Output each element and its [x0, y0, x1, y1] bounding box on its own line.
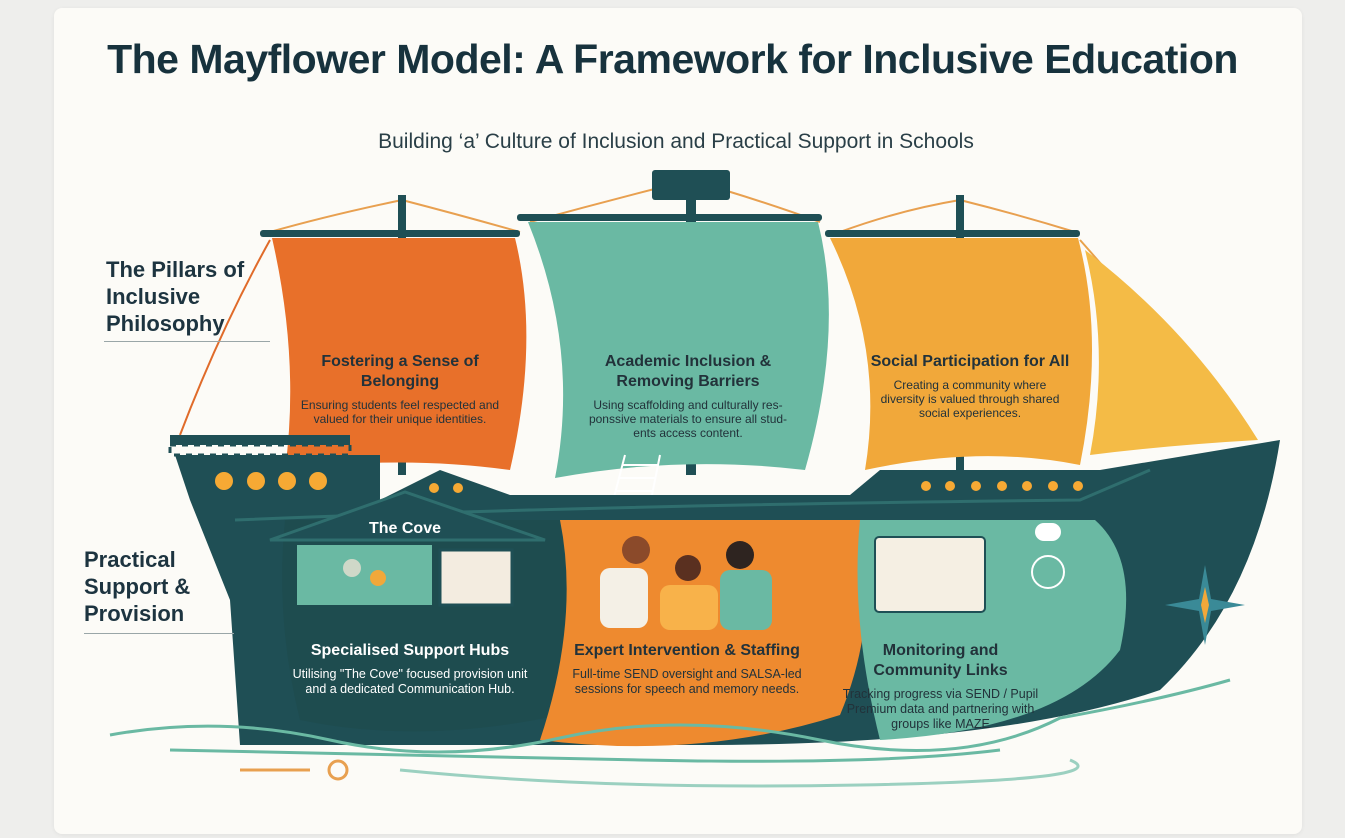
sail-card-belonging: Fostering a Sense of Belonging Ensuring …	[300, 352, 500, 426]
sail-description: Using scaffolding and culturally res-pon…	[588, 398, 788, 440]
provision-card-staffing: Expert Intervention & Staffing Full-time…	[572, 641, 802, 697]
sail-description: Creating a community where diversity is …	[880, 378, 1060, 420]
compass-rose	[1165, 565, 1245, 645]
sail-heading: Social Participation for All	[870, 353, 1070, 370]
sail-heading: Academic Inclusion & Removing Barriers	[604, 353, 772, 390]
provision-heading: Specialised Support Hubs	[310, 642, 510, 659]
section-label-pillars: The Pillars of Inclusive Philosophy	[106, 257, 245, 336]
provision-heading: Monitoring and Community Links	[873, 642, 1008, 679]
panel-staffing	[540, 520, 867, 747]
sail-card-academic: Academic Inclusion & Removing Barriers U…	[578, 352, 798, 440]
crows-nest	[652, 170, 730, 200]
waves	[109, 678, 1231, 788]
provision-card-monitoring: Monitoring and Community Links Tracking …	[838, 641, 1043, 732]
section-label-support: Practical Support & Provision	[84, 547, 191, 626]
provision-description: Tracking progress via SEND / Pupil Premi…	[842, 687, 1039, 731]
sail-social	[830, 238, 1093, 470]
provision-card-hubs: Specialised Support Hubs Utilising "The …	[290, 641, 530, 697]
page-title: The Mayflower Model: A Framework for Inc…	[107, 36, 1238, 82]
provision-description: Full-time SEND oversight and SALSA-led s…	[572, 667, 802, 696]
sail-heading: Fostering a Sense of Belonging	[321, 353, 479, 390]
sail-jib	[1085, 250, 1258, 455]
section-divider-pillars	[104, 341, 270, 342]
sail-description: Ensuring students feel respected and val…	[300, 398, 500, 426]
page-subtitle: Building ‘a’ Culture of Inclusion and Pr…	[378, 130, 974, 153]
provision-description: Utilising "The Cove" focused provision u…	[292, 667, 528, 696]
sail-academic	[528, 222, 829, 478]
provision-heading: Expert Intervention & Staffing	[574, 642, 800, 659]
cove-tag: The Cove	[368, 520, 441, 537]
section-divider-support	[84, 633, 234, 634]
sail-card-social: Social Participation for All Creating a …	[870, 352, 1070, 420]
sail-belonging	[272, 238, 527, 470]
